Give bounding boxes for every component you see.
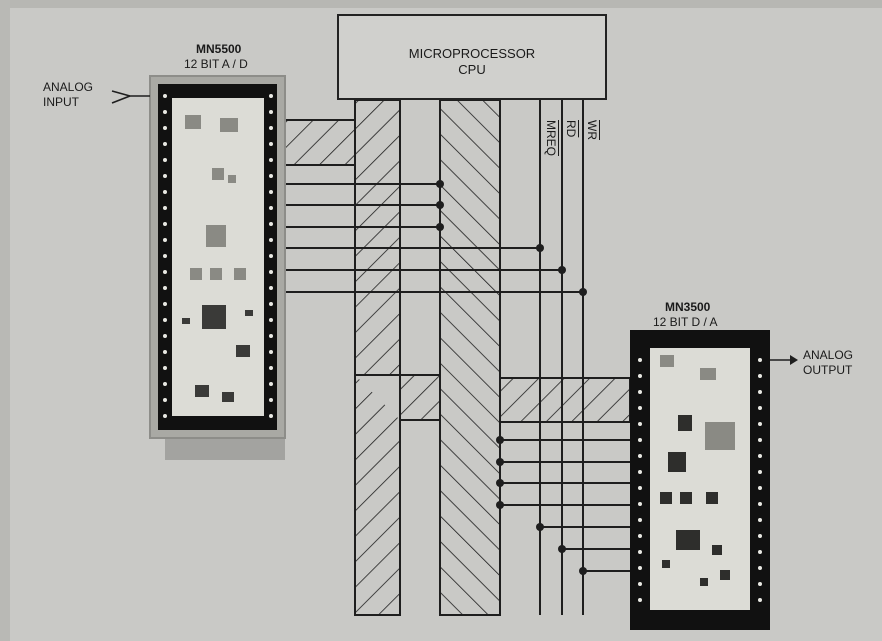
analog-input-label-line2: INPUT <box>43 95 79 110</box>
analog-output-label-line1: ANALOG <box>803 348 853 363</box>
adc-desc-label: 12 BIT A / D <box>184 57 248 72</box>
dac-desc-label: 12 BIT D / A <box>653 315 717 330</box>
adc-part-label: MN5500 <box>196 42 241 56</box>
cpu-block: MICROPROCESSOR CPU <box>337 14 607 100</box>
adc-chip <box>150 76 285 460</box>
analog-output-label-line2: OUTPUT <box>803 363 852 378</box>
dac-part-label: MN3500 <box>665 300 710 314</box>
analog-input-label-line1: ANALOG <box>43 80 93 95</box>
rd-signal-label: RD <box>564 120 578 137</box>
wr-signal-label: WR <box>585 120 599 140</box>
dac-chip <box>630 330 770 630</box>
cpu-subtitle: CPU <box>339 62 605 77</box>
cpu-title: MICROPROCESSOR <box>339 46 605 61</box>
mreq-signal-label: MREQ <box>544 120 558 156</box>
